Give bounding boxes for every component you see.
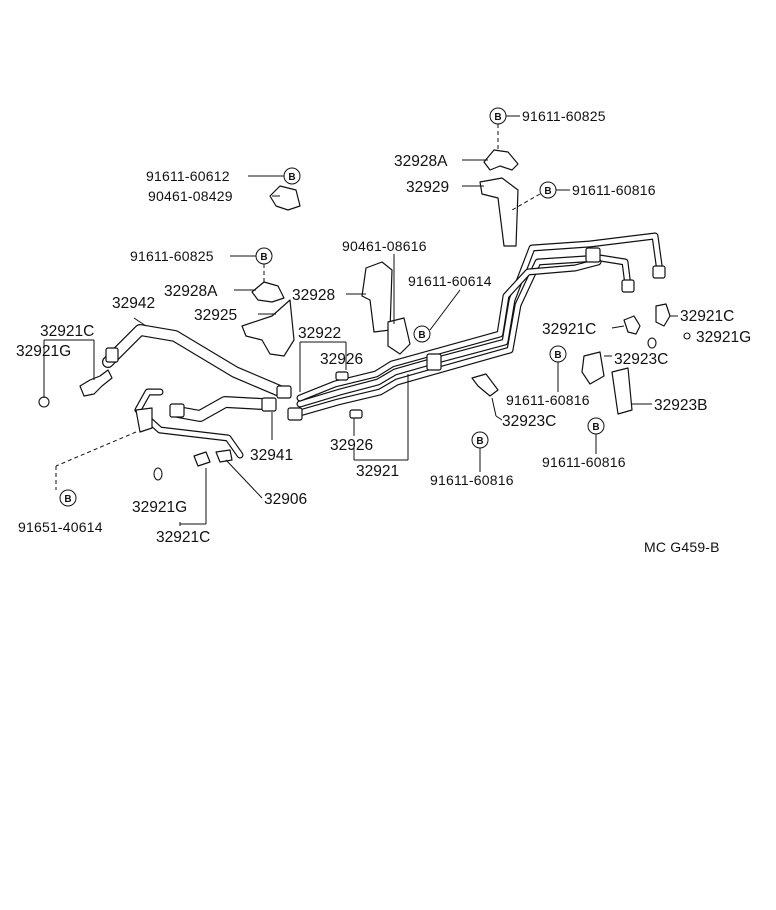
label-32928a-top: 32928A xyxy=(394,153,448,170)
label-32928a-left: 32928A xyxy=(164,283,218,300)
svg-text:B: B xyxy=(288,172,295,183)
bolt-symbol-91611-60816-bottom: B xyxy=(471,431,489,449)
label-32928: 32928 xyxy=(292,287,335,304)
label-32923b: 32923B xyxy=(654,397,707,414)
label-32906: 32906 xyxy=(264,491,307,508)
bracket-rear-pipe xyxy=(135,407,153,433)
brake-pipe-group xyxy=(134,232,664,459)
bracket-32928 xyxy=(361,261,393,333)
gasket-32921g-left xyxy=(38,396,50,408)
bolt-symbol-91611-60614: B xyxy=(413,325,431,343)
svg-text:B: B xyxy=(554,350,561,361)
svg-text:B: B xyxy=(494,112,501,123)
union-32906 xyxy=(215,449,233,463)
bolt-symbol-91611-60612: B xyxy=(283,167,301,185)
label-32929: 32929 xyxy=(406,179,449,196)
label-32942: 32942 xyxy=(112,295,155,312)
clamp-90461-08616 xyxy=(387,317,411,355)
leader-lines xyxy=(43,115,678,526)
label-90461-08616: 90461-08616 xyxy=(342,238,427,254)
fittings xyxy=(38,247,691,481)
label-91611-60816-mid: 91611-60816 xyxy=(506,392,590,408)
gasket-32921g-bottom xyxy=(153,467,163,481)
label-91611-60612: 91611-60612 xyxy=(146,168,230,184)
pipe-end-fitting-b xyxy=(621,279,635,293)
bolt-symbols: B B B B B B B B xyxy=(59,107,605,507)
label-32922: 32922 xyxy=(298,325,341,342)
clamp-32923c-right xyxy=(581,351,605,385)
sleeve-32926-b xyxy=(349,409,363,419)
svg-text:B: B xyxy=(544,186,551,197)
hose-group xyxy=(102,324,288,422)
hose-end-fitting-c xyxy=(169,403,185,418)
part-labels: 91611-60825 32928A 32929 91611-60816 916… xyxy=(16,108,751,555)
label-91651-40614: 91651-40614 xyxy=(18,519,103,535)
union-fitting-a xyxy=(426,353,442,371)
label-91611-60816-top: 91611-60816 xyxy=(572,182,656,198)
bolt-symbol-91611-60825-top: B xyxy=(489,107,507,125)
svg-text:B: B xyxy=(418,330,425,341)
label-91611-60825-top: 91611-60825 xyxy=(522,108,606,124)
label-32925: 32925 xyxy=(194,307,237,324)
label-32923c-b: 32923C xyxy=(502,413,556,430)
label-32921c-bottom: 32921C xyxy=(156,529,210,546)
hose-end-fitting-b xyxy=(287,407,303,421)
bolt-symbol-91611-60816-top: B xyxy=(539,181,557,199)
hose-end-fitting-d xyxy=(261,397,277,412)
clamp-32923c-mid xyxy=(471,373,499,397)
union-32921c-left xyxy=(79,369,113,397)
hose-end-fitting-e xyxy=(105,347,119,363)
label-32926-a: 32926 xyxy=(320,351,363,368)
bolt-symbol-91611-60825-left: B xyxy=(255,247,273,265)
label-32923c-a: 32923C xyxy=(614,351,668,368)
label-91611-60816-right: 91611-60816 xyxy=(542,454,626,470)
bracket-32929 xyxy=(479,177,519,247)
clamp-90461-08429 xyxy=(269,185,301,211)
svg-text:B: B xyxy=(64,494,71,505)
label-32921c-left: 32921C xyxy=(40,323,94,340)
label-91611-60614: 91611-60614 xyxy=(408,273,492,289)
label-90461-08429: 90461-08429 xyxy=(148,188,233,204)
pipe-end-fitting-a xyxy=(652,265,666,279)
label-32921: 32921 xyxy=(356,463,399,480)
label-32921c-right-a: 32921C xyxy=(680,308,734,325)
union-32921c-right-a xyxy=(623,315,641,335)
label-32926-b: 32926 xyxy=(330,437,373,454)
bolt-symbol-91611-60816-right: B xyxy=(587,417,605,435)
label-32921g-bottom: 32921G xyxy=(132,499,187,516)
svg-text:B: B xyxy=(592,422,599,433)
label-32921c-right-b: 32921C xyxy=(542,321,596,338)
hose-end-fitting-a xyxy=(276,385,292,399)
label-91611-60816-bottom: 91611-60816 xyxy=(430,472,514,488)
union-32921c-bottom xyxy=(193,451,211,467)
bolt-symbol-91611-60816-mid: B xyxy=(549,345,567,363)
union-32921c-right-b xyxy=(655,303,671,327)
union-fitting-b xyxy=(585,247,601,263)
bolt-symbol-91651-40614: B xyxy=(59,489,77,507)
svg-text:B: B xyxy=(476,436,483,447)
svg-text:B: B xyxy=(260,252,267,263)
bracket-32923b xyxy=(611,367,633,415)
gasket-small-right xyxy=(683,332,691,340)
brackets xyxy=(135,149,633,433)
bracket-32925 xyxy=(241,299,295,357)
label-32941: 32941 xyxy=(250,447,293,464)
clamp-32928a-top xyxy=(483,149,519,171)
clamp-32928a-left xyxy=(251,281,285,303)
label-91611-60825-left: 91611-60825 xyxy=(130,248,214,264)
gasket-32921g-right xyxy=(647,337,657,349)
label-32921g-left: 32921G xyxy=(16,343,71,360)
diagram-code: MC G459-B xyxy=(644,539,720,555)
label-32921g-right: 32921G xyxy=(696,329,751,346)
sleeve-32926-a xyxy=(335,371,349,381)
